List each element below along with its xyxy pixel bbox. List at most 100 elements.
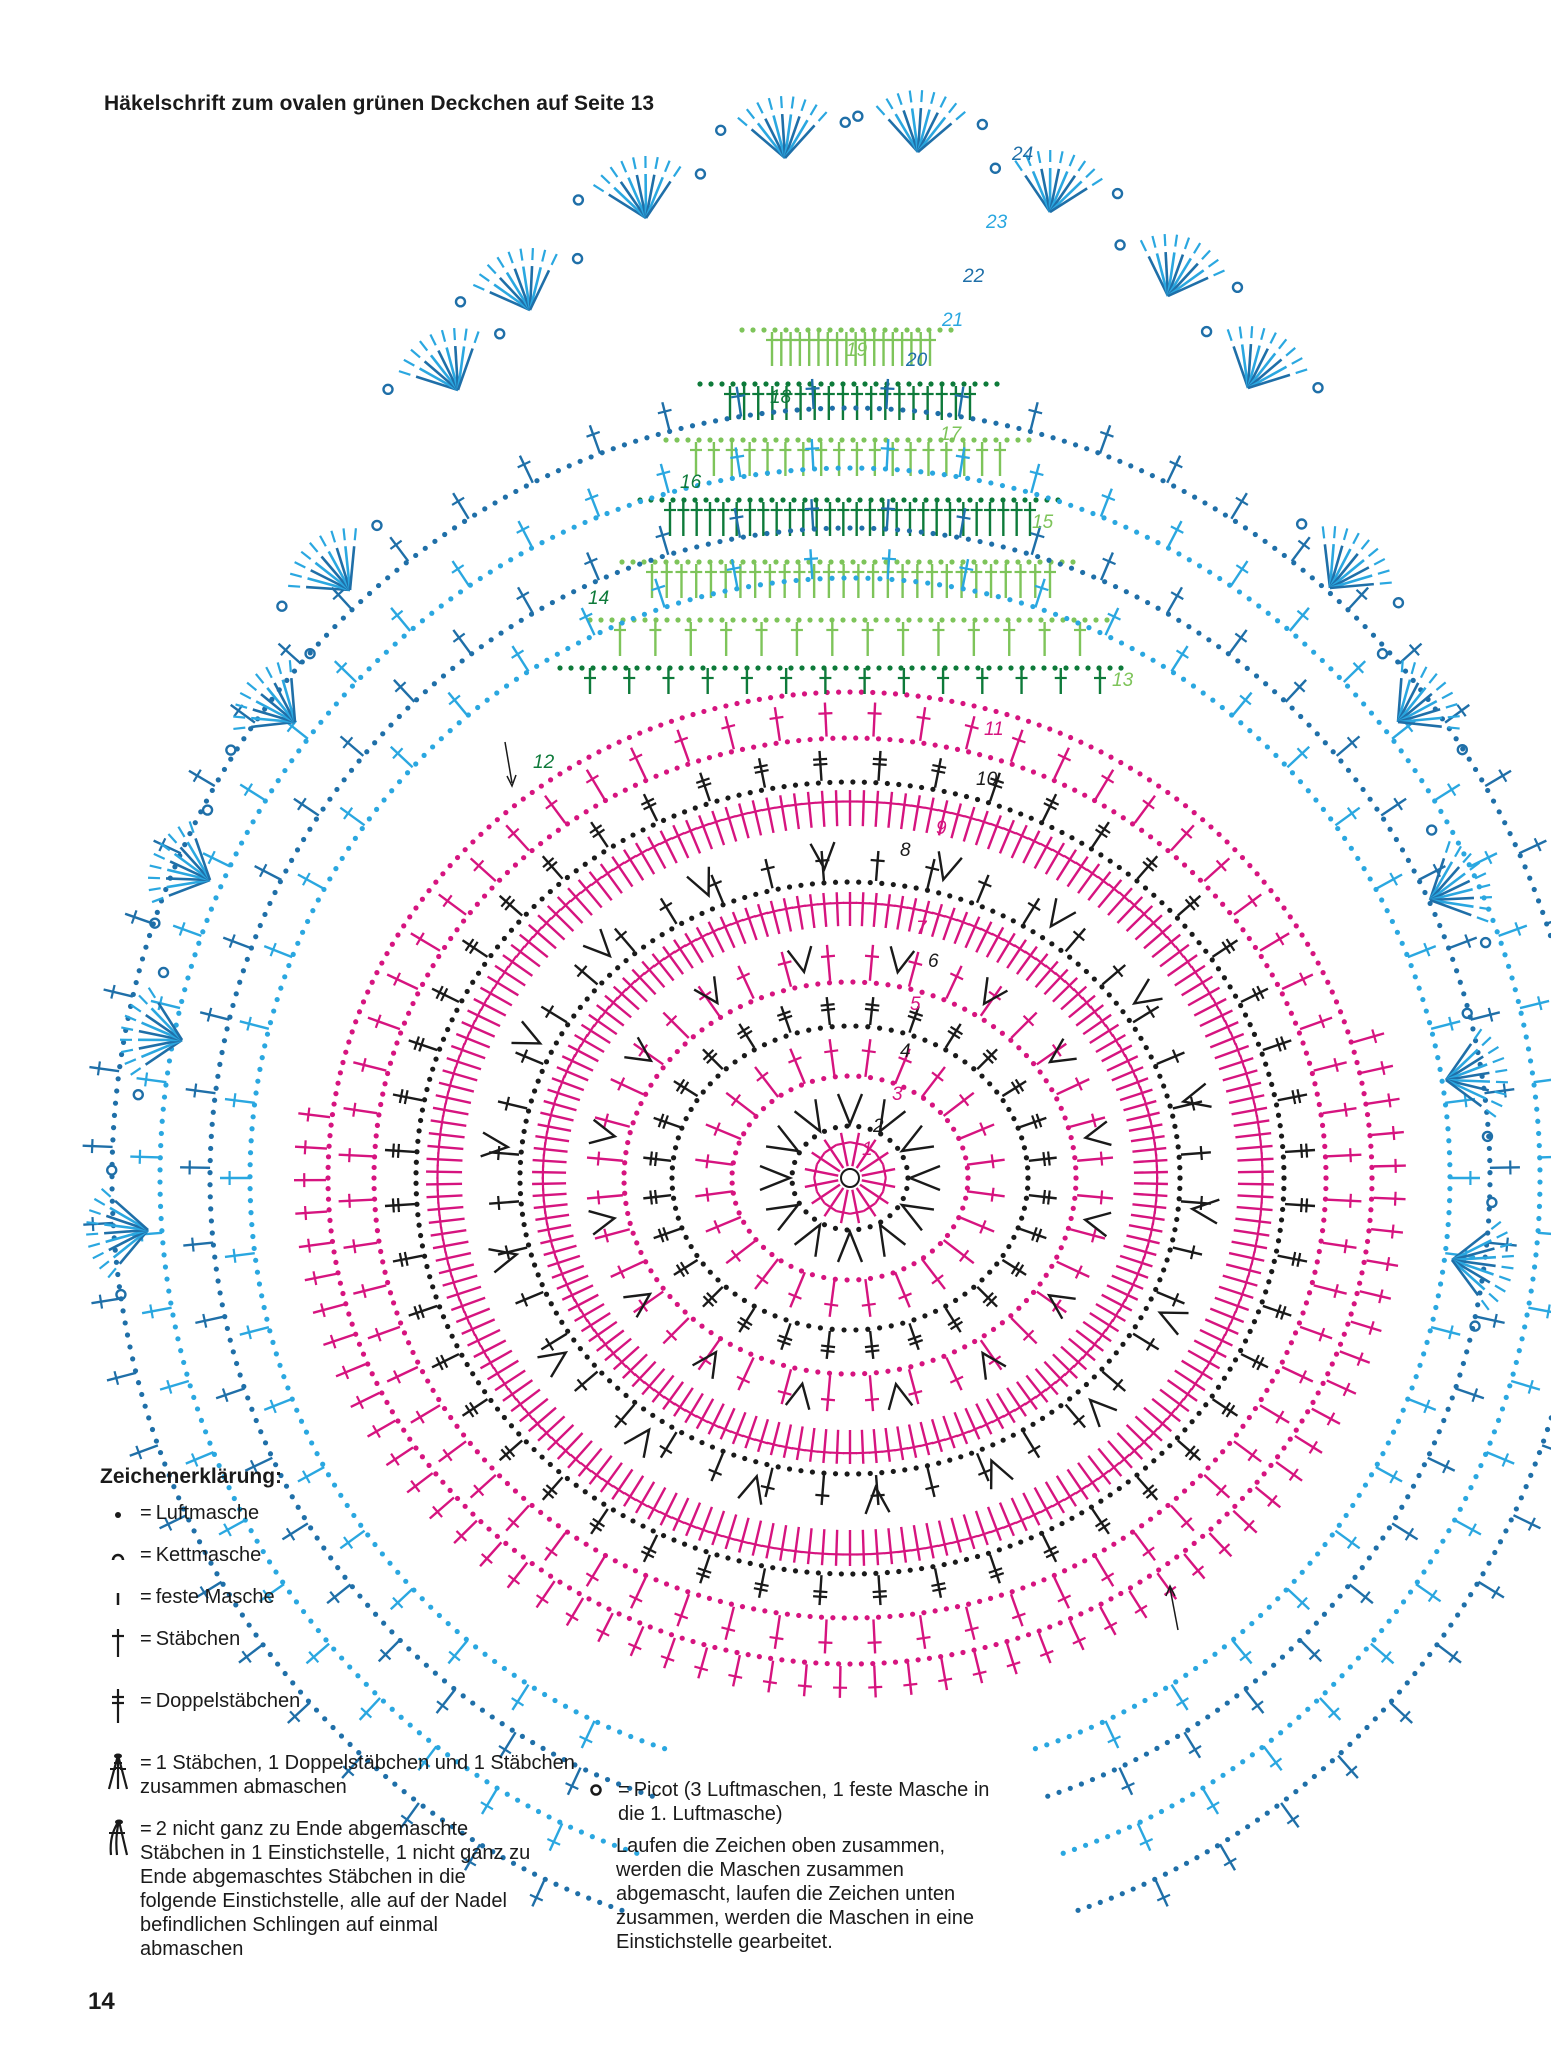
chain-dot [762,559,768,565]
double-crochet-mark [1231,1639,1253,1665]
stitch-bar [1380,1060,1386,1076]
chain-dot [1354,1059,1360,1066]
chain-dot [930,993,936,999]
double-crochet-mark [659,1492,678,1526]
double-crochet-mark [594,1228,631,1243]
stitch-bar [861,1049,876,1054]
chain-dot [715,1277,721,1283]
chain-dot [1351,1049,1357,1055]
stitch-bar [448,694,461,706]
chain-dot [561,1756,567,1763]
chain-dot [1206,637,1212,643]
stitch-stem [899,1526,908,1563]
chain-dot [795,437,801,443]
chain-dot [250,1233,256,1240]
chain-dot [1113,1350,1119,1356]
chain-dot [784,559,790,565]
chain-dot [1393,1515,1399,1521]
chain-dot [327,1217,333,1223]
chain-dot [511,1672,517,1678]
chain-dot [372,1611,379,1617]
chain-dot [315,897,321,903]
chain-dot [1069,1515,1075,1521]
double-crochet-mark [1391,1522,1419,1541]
chain-dot [654,1073,660,1079]
stitch-bar [931,1071,944,1082]
stitch-bar [1002,1521,1017,1529]
stitch-stem [907,1368,920,1405]
chain-dot [1018,1539,1024,1545]
stitch-bar [586,1024,596,1038]
stitch-stem [1352,1032,1385,1044]
stitch-stem [1077,863,1101,894]
double-crochet-mark [1010,1497,1029,1532]
chain-dot [826,1370,833,1376]
stitch-stem [547,1088,581,1102]
stitch-bar [393,972,401,986]
chain-dot [1353,777,1359,783]
chain-dot [341,777,347,783]
chain-dot [740,559,746,565]
chain-dot [835,497,841,503]
stitch-stem [702,1286,724,1308]
chain-dot [990,1023,997,1030]
chain-dot [1379,897,1385,903]
chain-dot [1266,1604,1272,1610]
stitch-bar [944,1434,958,1442]
stitch-stem [1010,1317,1038,1345]
chain-dot [419,981,426,987]
stitch-bar [1072,1356,1084,1369]
double-crochet-mark [831,332,844,366]
chain-dot [1280,1154,1286,1160]
stitch-bar [968,922,982,931]
stitch-stem [1033,836,1053,869]
chain-dot [1172,1123,1178,1129]
stitch-bar [868,1685,883,1689]
stitch-bar [1308,1440,1318,1454]
chain-dot [606,744,612,750]
chain-dot [1404,951,1410,958]
stitch-bar [788,1549,803,1554]
chain-dot [295,940,301,946]
chain-dot [838,1571,844,1577]
stitch-bar [468,1401,479,1415]
treble-crochet-mark [589,1508,609,1535]
chain-dot [216,1462,222,1469]
stitch-bar [653,1388,666,1399]
chain-dot [971,703,977,709]
stitch-stem [1228,1251,1265,1262]
chain-dot [333,1259,339,1265]
stitch-stem [1262,1039,1292,1052]
chain-dot [1145,599,1151,606]
double-crochet-mark [1134,914,1163,941]
stitch-bar [643,802,657,811]
stitch-stem [1327,1198,1362,1203]
stitch-stem [535,1580,556,1609]
cluster-mark [480,1131,511,1158]
double-crochet-mark [775,332,788,366]
cluster-mark [686,866,711,899]
stitch-stem [1095,1033,1126,1054]
double-crochet-mark [1015,945,1038,975]
stitch-stem [1361,1064,1394,1074]
chain-dot [460,1693,466,1699]
stitch-bar [820,1397,836,1402]
chain-dot [525,1803,531,1809]
chain-dot [971,1066,977,1072]
chain-dot [977,538,983,545]
chain-dot [371,1164,377,1171]
double-crochet-mark [780,668,793,694]
chain-dot [807,617,813,623]
chain-dot [634,1240,640,1246]
chain-dot [237,1372,243,1378]
chain-dot [963,1195,969,1201]
chain-dot [584,1354,590,1360]
stitch-stem [874,790,880,827]
double-crochet-mark [881,549,897,580]
stitch-stem [435,1094,472,1105]
chain-dot [798,1268,805,1274]
chain-dot [639,1738,645,1744]
stitch-bar [919,908,934,915]
stitch-bar [1218,1008,1227,1023]
stitch-bar [868,902,883,906]
